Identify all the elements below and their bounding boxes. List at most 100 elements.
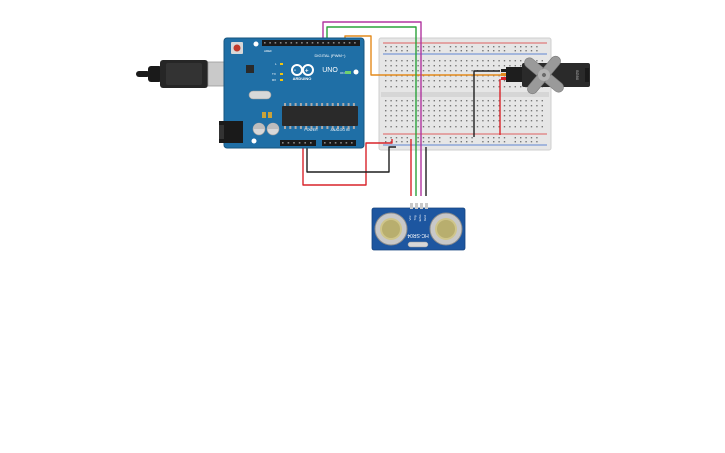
hole	[536, 60, 538, 62]
hole	[455, 110, 457, 112]
hole	[476, 110, 479, 112]
hole	[482, 65, 484, 67]
power-header[interactable]	[280, 140, 316, 146]
hole	[417, 65, 419, 67]
hole	[503, 100, 506, 102]
hole	[487, 46, 489, 48]
hole	[422, 141, 425, 143]
hole	[487, 86, 489, 88]
hole	[509, 86, 511, 88]
servo-horn[interactable]	[511, 42, 577, 108]
servo-motor[interactable]: SG90	[501, 42, 590, 108]
usb-cable[interactable]	[136, 60, 239, 88]
hole	[471, 60, 473, 62]
servo-wire-red	[501, 77, 506, 80]
wire-echo-magenta[interactable]	[322, 21, 422, 196]
hole	[295, 42, 298, 44]
arduino-uno-board[interactable]: DIGITAL (PWM~) AREF - + ARDUINO UNO ON L…	[219, 37, 365, 149]
hole	[460, 46, 462, 48]
hole	[337, 126, 339, 129]
hole	[444, 60, 446, 62]
hole	[455, 120, 457, 122]
hole	[422, 60, 425, 62]
hole	[493, 50, 495, 52]
hole	[503, 126, 506, 128]
hole	[449, 137, 452, 139]
hole	[444, 80, 446, 82]
wire-trig-green[interactable]	[326, 26, 417, 196]
hole	[482, 110, 484, 112]
hole	[428, 120, 430, 122]
hole	[530, 120, 533, 122]
hole	[315, 126, 318, 129]
servo-wire-brown	[501, 69, 506, 72]
hole	[395, 70, 398, 72]
power-label: POWER	[304, 128, 318, 132]
hole	[390, 115, 392, 117]
hole	[471, 70, 473, 72]
hole	[422, 46, 425, 48]
hole	[498, 120, 500, 122]
hole	[449, 65, 452, 67]
wire-gnd-black[interactable]	[306, 145, 396, 173]
hole	[444, 110, 446, 112]
breadboard[interactable]	[378, 37, 552, 151]
dc-power-jack[interactable]	[219, 121, 243, 143]
hole	[509, 120, 511, 122]
digital-header[interactable]	[262, 40, 360, 46]
hole	[401, 115, 403, 117]
hole	[439, 100, 441, 102]
hole	[493, 65, 495, 67]
hole	[390, 110, 392, 112]
hole	[412, 70, 414, 72]
hole	[433, 86, 435, 88]
wire-5v-red[interactable]	[302, 139, 393, 186]
hole	[493, 141, 495, 143]
hole	[390, 105, 392, 107]
hole	[337, 103, 339, 106]
hole	[439, 120, 441, 122]
hole	[487, 115, 489, 117]
hole	[284, 103, 286, 106]
hole	[525, 46, 527, 48]
hole	[406, 80, 408, 82]
hole	[498, 115, 500, 117]
hole	[514, 110, 516, 112]
hole	[503, 86, 506, 88]
hole	[509, 65, 511, 67]
hole	[417, 100, 419, 102]
wire-servo-ground-black[interactable]	[473, 70, 500, 137]
hole	[422, 70, 425, 72]
hole	[498, 110, 500, 112]
hole	[284, 126, 286, 129]
hole	[520, 50, 522, 52]
hole	[514, 141, 516, 143]
hole	[439, 137, 441, 139]
hole	[444, 120, 446, 122]
on-label: ON	[340, 71, 345, 75]
hole	[530, 141, 533, 143]
hole	[514, 100, 516, 102]
hole	[482, 126, 484, 128]
hole	[433, 110, 435, 112]
ultrasonic-sensor[interactable]: Vcc Trig Echo Gnd HC-SR04	[371, 196, 466, 251]
hole	[385, 60, 387, 62]
sensor-receiver	[429, 212, 463, 246]
hole	[406, 115, 408, 117]
hole	[289, 103, 292, 106]
hole	[417, 137, 419, 139]
rx-led	[280, 79, 283, 81]
hole	[520, 110, 522, 112]
hole	[466, 50, 468, 52]
arduino-infinity-logo: - +	[291, 64, 314, 76]
hole	[390, 137, 392, 139]
hole	[520, 115, 522, 117]
hole	[466, 126, 468, 128]
analog-header[interactable]	[322, 140, 356, 146]
hole	[385, 80, 387, 82]
hole	[536, 110, 538, 112]
hole	[471, 141, 473, 143]
hole	[482, 46, 484, 48]
hole	[455, 50, 457, 52]
